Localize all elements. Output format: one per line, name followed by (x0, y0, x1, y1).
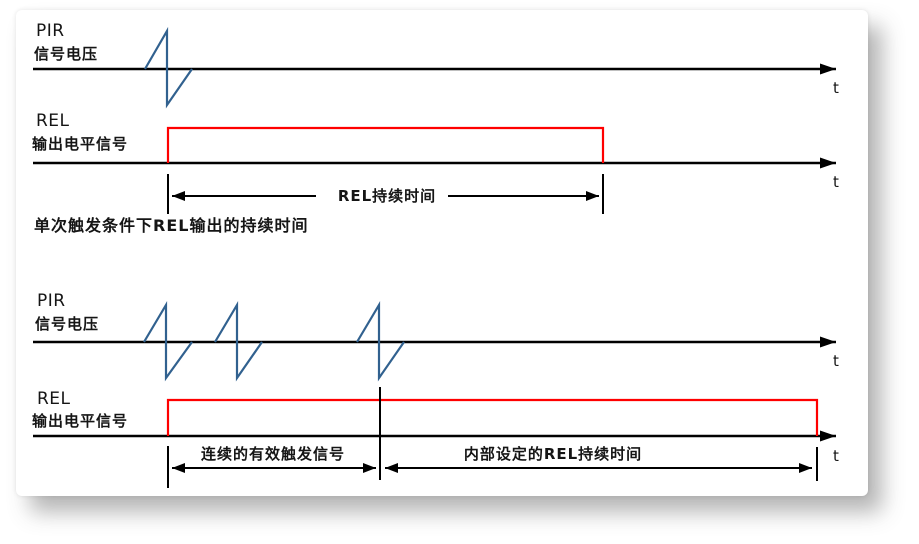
pir-signal-sublabel-2: 信号电压 (35, 315, 100, 333)
rel-output-pulse-2 (166, 398, 819, 436)
continuous-trigger-measure-label: 连续的有效触发信号 (200, 445, 345, 463)
pir-trigger-spike-2a (143, 300, 193, 382)
time-axis-unit-rel-2: t (833, 447, 839, 465)
pir-trigger-spike-2c (356, 300, 405, 382)
single-trigger-caption: 单次触发条件下REL输出的持续时间 (34, 216, 309, 235)
rel-signal-sublabel-1: 输出电平信号 (32, 135, 129, 153)
rel-output-pulse-1 (166, 126, 605, 163)
time-axis-unit-rel-1: t (833, 173, 839, 191)
pir-signal-label-1: PIR (36, 21, 65, 41)
pir-trigger-spike-1 (144, 26, 193, 109)
rel-signal-sublabel-2: 输出电平信号 (32, 412, 129, 430)
rel-signal-label-2: REL (37, 389, 71, 409)
time-axis-unit-pir-2: t (833, 352, 839, 370)
rel-duration-measure-label: REL持续时间 (326, 187, 448, 206)
internal-rel-duration-measure-label: 内部设定的REL持续时间 (463, 445, 643, 463)
pir-trigger-spike-2b (214, 300, 263, 382)
pir-signal-sublabel-1: 信号电压 (34, 45, 99, 63)
diagram-card (16, 10, 868, 496)
rel-signal-label-1: REL (36, 111, 70, 131)
pir-signal-label-2: PIR (37, 291, 66, 311)
time-axis-unit-pir-1: t (833, 79, 839, 97)
